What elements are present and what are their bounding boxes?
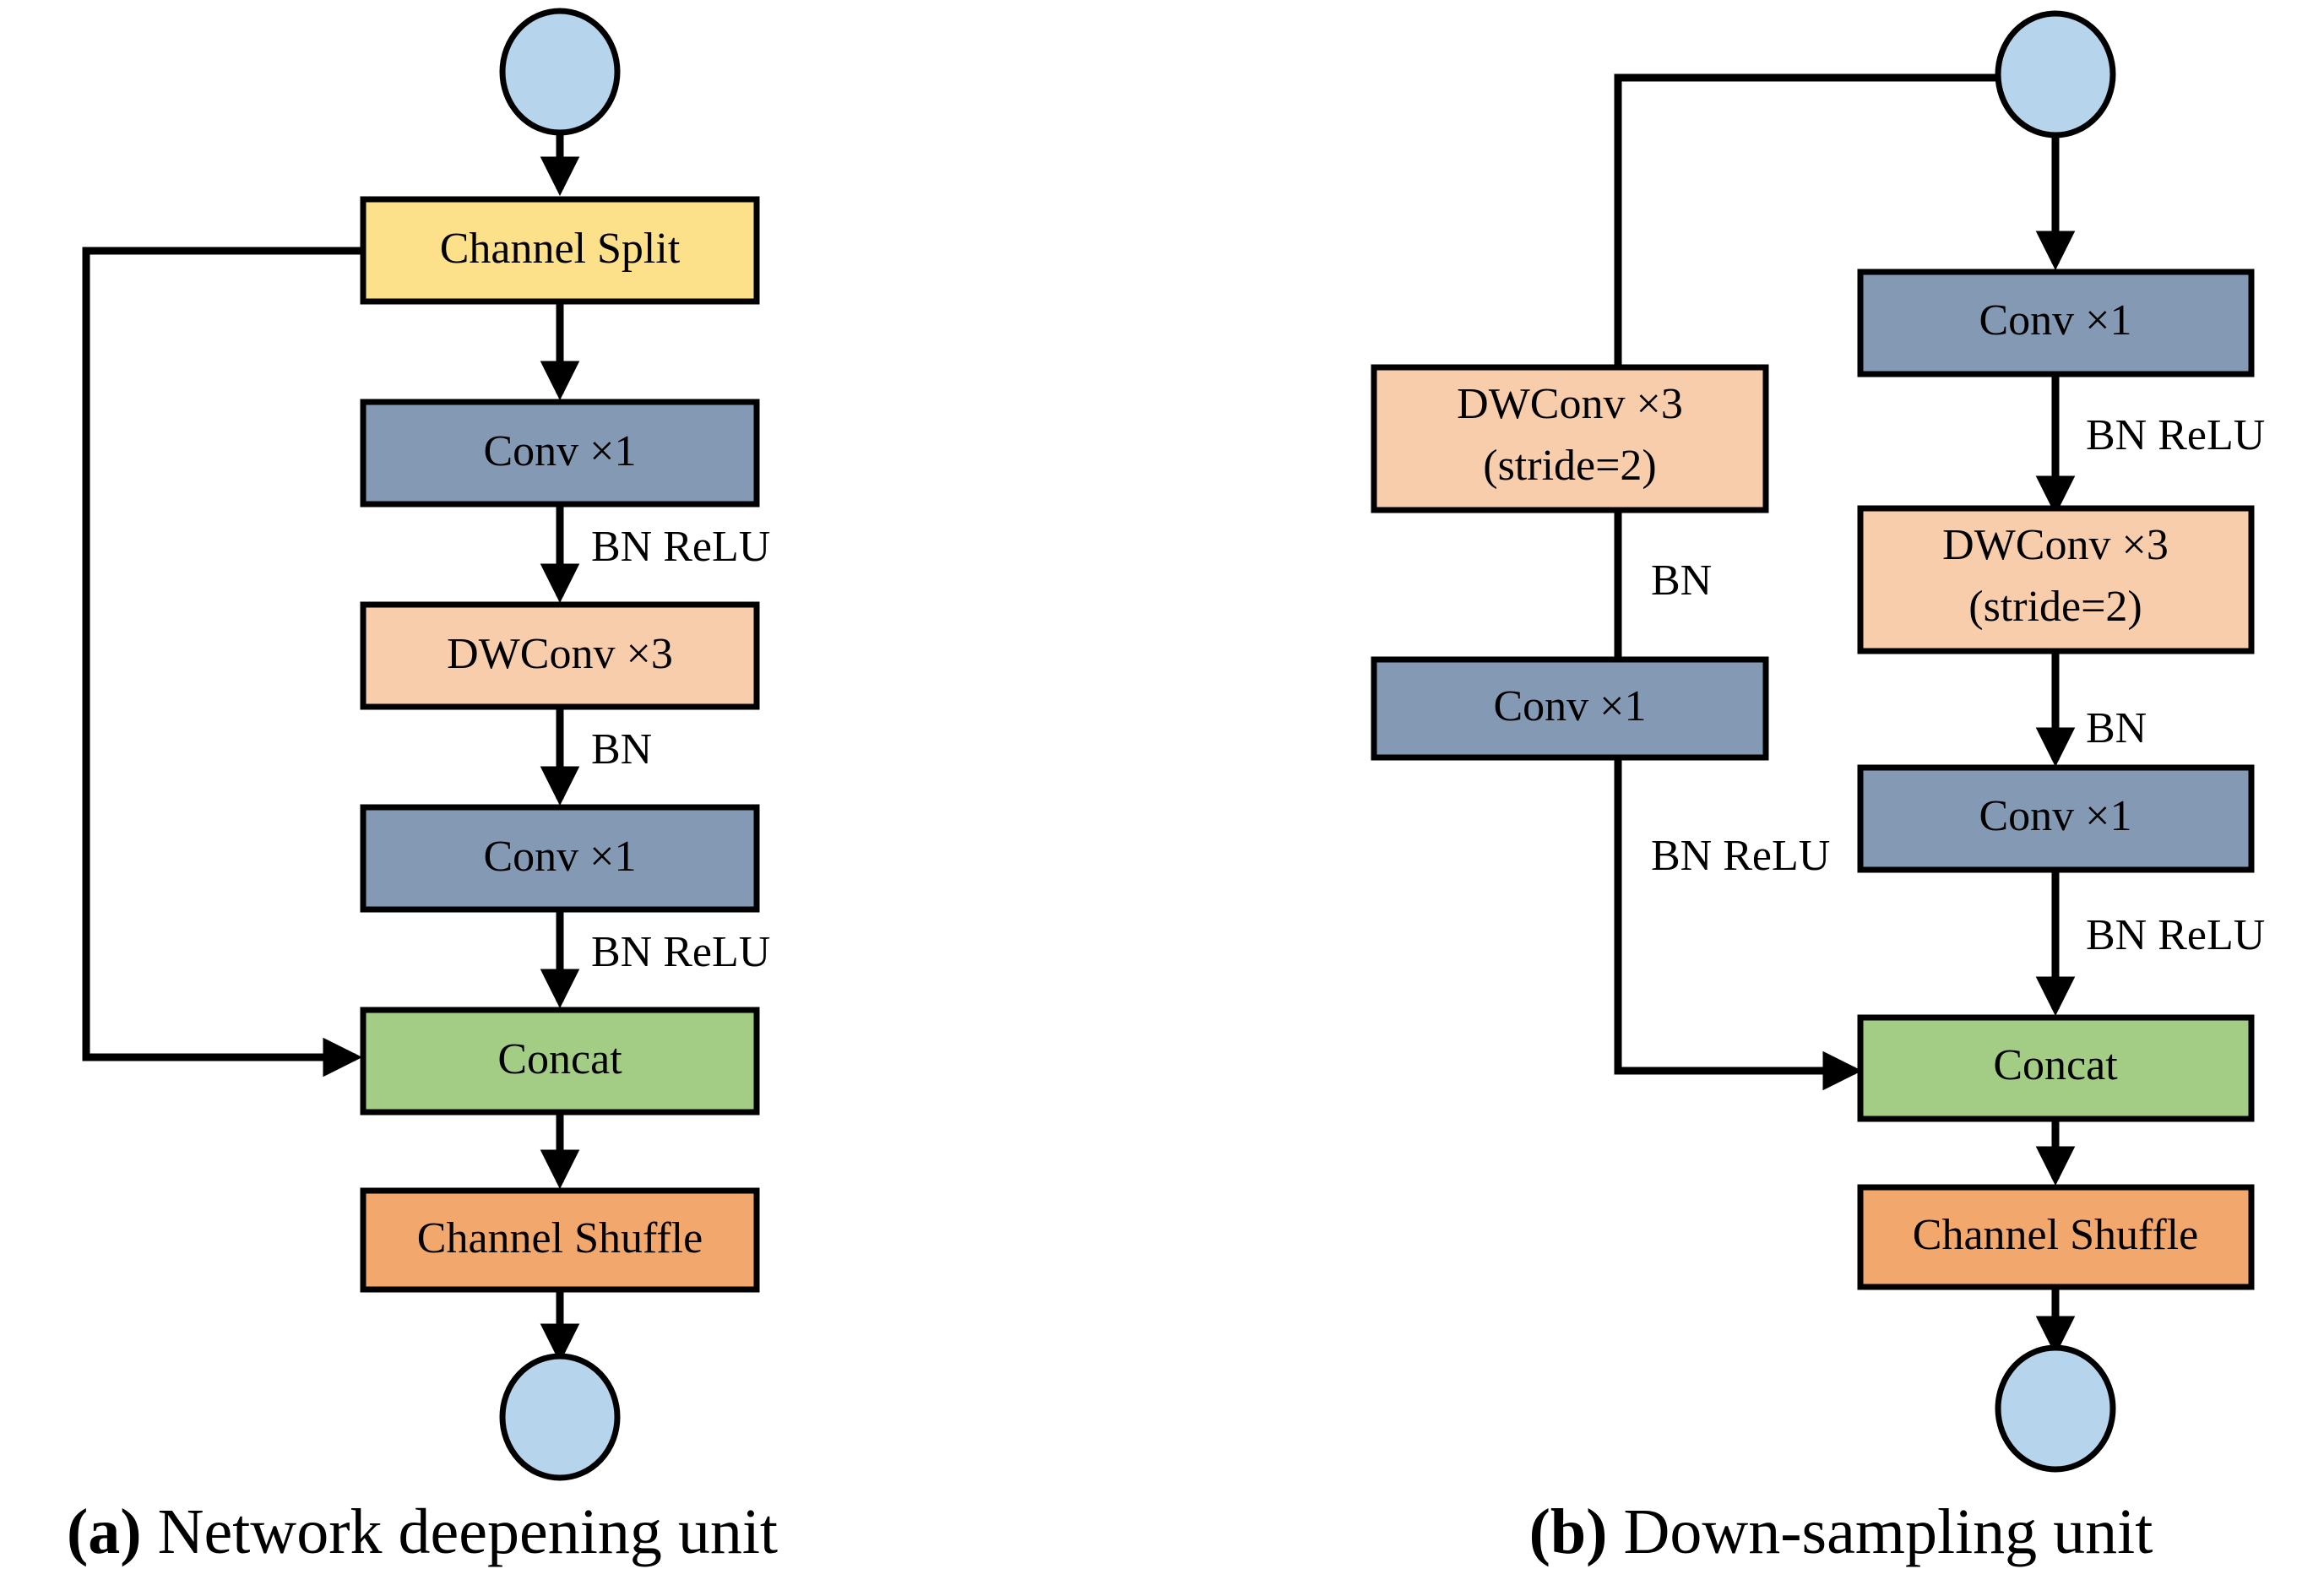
panel-b-right-dwconv3-box: DWConv ×3 (stride=2) [1857,505,2255,654]
panel-a-label-bn-relu-1: BN ReLU [591,523,770,571]
panel-b-label-right-bn: BN [2086,704,2147,752]
panel-b-right-conv1-bottom-label: Conv ×1 [1979,792,2131,840]
edge-b-left-conv-to-concat [1614,757,1863,1091]
panel-b-channel-shuffle-box: Channel Shuffle [1857,1184,2255,1290]
panel-a-conv1-top-label: Conv ×1 [483,427,636,475]
panel-a-conv1-bottom-label: Conv ×1 [483,833,636,881]
panel-b-right-conv1-bottom-box: Conv ×1 [1857,764,2255,873]
panel-b-left-conv1-label: Conv ×1 [1493,682,1646,730]
panel-a-edges [82,131,580,1364]
panel-b-left-dwconv3-box: DWConv ×3 (stride=2) [1371,364,1769,513]
panel-a-concat-label: Concat [497,1035,622,1083]
panel-b-caption-tag: (b) [1529,1496,1608,1567]
panel-b-left-conv1-box: Conv ×1 [1371,656,1769,761]
panel-a-dwconv3-box: DWConv ×3 [360,601,760,710]
panel-b-label-left-bn-relu: BN ReLU [1651,832,1830,880]
panel-b-label-right-bn-relu-2: BN ReLU [2086,911,2265,959]
panel-a-input-node [499,8,621,136]
panel-a-concat-box: Concat [360,1007,760,1116]
panel-a-conv1-top-box: Conv ×1 [360,399,760,508]
panel-a-channel-shuffle-label: Channel Shuffle [417,1214,703,1262]
panel-a-dwconv3-label: DWConv ×3 [447,630,673,678]
panel-b-left-dwconv3-label: DWConv ×3 [1457,380,1683,428]
panel-a-output-node [499,1353,621,1481]
panel-b-label-left-bn: BN [1651,556,1712,605]
panel-b-concat-label: Concat [1993,1041,2118,1089]
edge-b-input-to-left-branch [1614,73,2004,367]
panel-b-edges [1614,73,2076,1356]
panel-b: DWConv ×3 (stride=2) BN Conv ×1 BN ReLU … [1371,10,2265,1567]
panel-a-label-bn-relu-2: BN ReLU [591,928,770,976]
panel-a-label-bn-1: BN [591,725,652,774]
panel-b-concat-box: Concat [1857,1014,2255,1122]
panel-b-output-node [1995,1344,2116,1473]
panel-b-channel-shuffle-label: Channel Shuffle [1913,1211,2198,1259]
panel-b-label-right-bn-relu-1: BN ReLU [2086,411,2265,459]
panel-b-caption: (b) Down-sampling unit [1529,1496,2153,1567]
panel-b-caption-text: Down-sampling unit [1607,1496,2153,1567]
panel-b-right-dwconv3-sublabel: (stride=2) [1968,583,2142,631]
panel-b-right-conv1-top-box: Conv ×1 [1857,269,2255,377]
panel-a-caption-tag: (a) [67,1496,142,1567]
panel-a-caption: (a) Network deepening unit [67,1496,778,1567]
panel-b-right-dwconv3-label: DWConv ×3 [1942,521,2169,569]
panel-a-channel-shuffle-box: Channel Shuffle [360,1187,760,1293]
panel-a-channel-split-label: Channel Split [440,225,681,273]
panel-a: Channel Split Conv ×1 BN ReLU DWConv ×3 … [67,8,778,1567]
panel-a-conv1-bottom-box: Conv ×1 [360,804,760,913]
panel-b-right-conv1-top-label: Conv ×1 [1979,296,2131,345]
edge-skip-split-to-concat [82,247,363,1078]
panel-b-left-dwconv3-sublabel: (stride=2) [1483,442,1657,490]
panel-a-channel-split-box: Channel Split [360,196,760,305]
panel-b-input-node [1995,10,2116,138]
panel-a-caption-text: Network deepening unit [142,1496,778,1567]
